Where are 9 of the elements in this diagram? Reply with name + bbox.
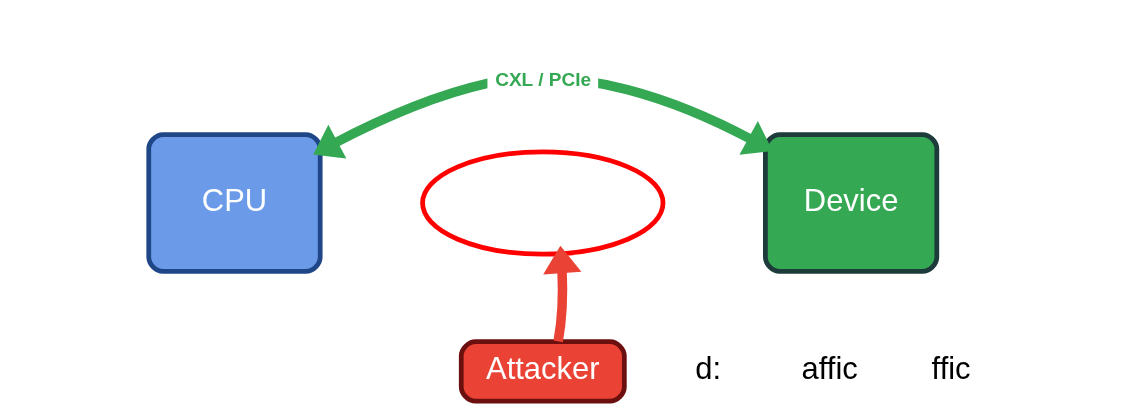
- label: d:: [695, 350, 722, 386]
- node-box: CPU: [146, 131, 323, 274]
- arrow: [543, 245, 582, 342]
- label: affic: [801, 350, 858, 386]
- node-cloud: [420, 148, 666, 257]
- node-box: Device: [763, 131, 940, 274]
- node-box: Attacker: [458, 338, 627, 404]
- edge-label: CXL / PCIe: [495, 68, 592, 90]
- label: ffic: [931, 350, 971, 386]
